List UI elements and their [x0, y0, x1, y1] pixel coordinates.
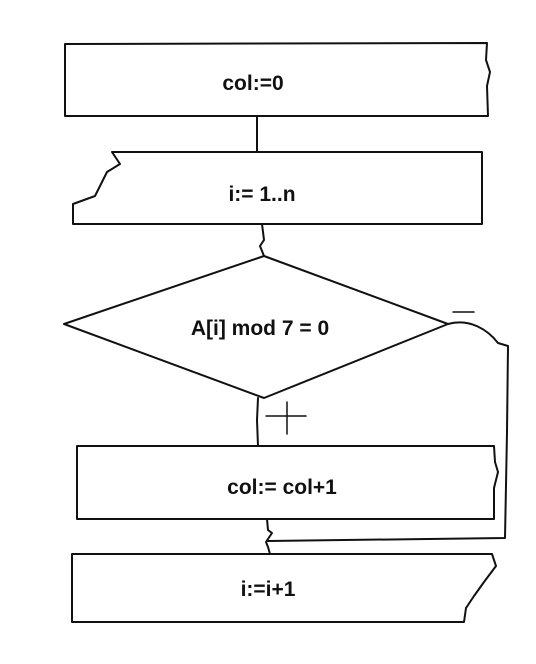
connector-loop-to-decision: [259, 223, 265, 257]
decision-condition-text: A[i] mod 7 = 0: [191, 317, 329, 340]
loop-end-shape: [71, 553, 497, 623]
connector-increment-to-next: [265, 518, 273, 555]
connector-lines: [256, 115, 509, 555]
process-box-init-text: col:=0: [222, 72, 283, 95]
loop-end-box: i:=i+1: [71, 553, 497, 623]
branch-yes-sign: [265, 401, 307, 435]
decision-diamond-shape: [63, 255, 449, 399]
loop-start-text: i:= 1..n: [228, 183, 295, 206]
loop-end-text: i:=i+1: [241, 578, 296, 601]
process-box-init-shape: [64, 42, 491, 117]
process-box-increment-text: col:= col+1: [227, 476, 337, 499]
process-box-increment-shape: [76, 445, 499, 520]
connector-yes-branch: [256, 397, 259, 447]
process-box-increment: col:= col+1: [76, 445, 499, 520]
process-box-init: col:=0: [64, 42, 491, 117]
decision-diamond: A[i] mod 7 = 0: [63, 255, 449, 399]
branch-yes-plus-mark: [265, 401, 307, 435]
loop-start-box: i:= 1..n: [72, 151, 483, 225]
connector-no-branch-bypass: [267, 321, 509, 542]
loop-start-shape: [72, 151, 483, 225]
